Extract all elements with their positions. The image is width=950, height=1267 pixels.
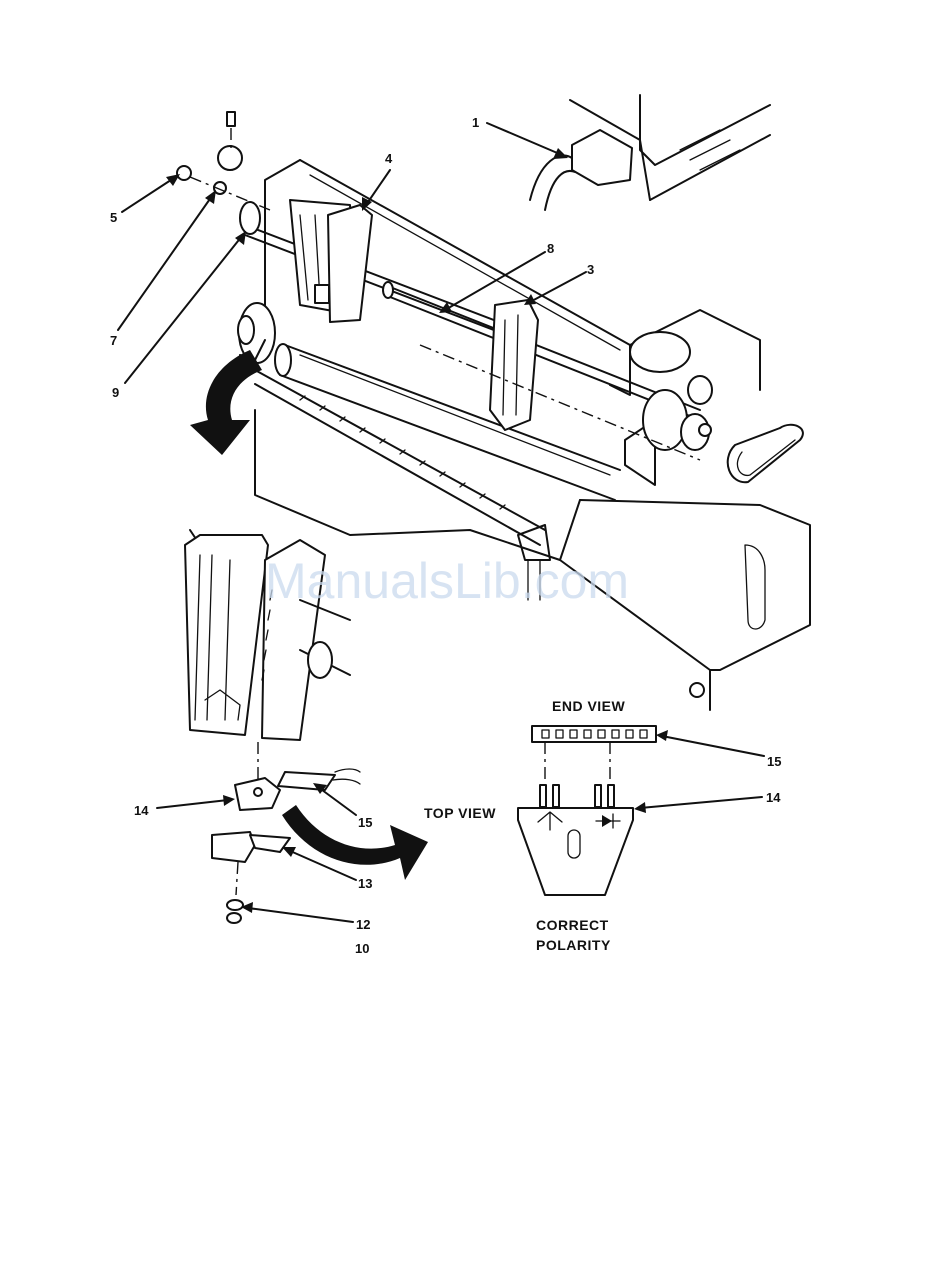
callout-14-right: 14: [766, 790, 781, 805]
callout-8: 8: [547, 241, 554, 256]
callout-10: 10: [355, 941, 369, 956]
callout-1: 1: [472, 115, 479, 130]
callout-4: 4: [385, 151, 393, 166]
callout-12: 12: [356, 917, 370, 932]
callout-13: 13: [358, 876, 372, 891]
top-view-label: TOP VIEW: [424, 805, 496, 821]
callout-14-left: 14: [134, 803, 149, 818]
callout-7: 7: [110, 333, 117, 348]
callout-15-right: 15: [767, 754, 781, 769]
leader-lines: [118, 123, 764, 922]
callout-3: 3: [587, 262, 594, 277]
callout-15-left: 15: [358, 815, 372, 830]
polarity-label: POLARITY: [536, 937, 611, 953]
end-view-connector: [532, 726, 656, 742]
callout-9: 9: [112, 385, 119, 400]
polarity-detail: [518, 726, 656, 895]
watermark: ManualsLib.com: [265, 553, 629, 609]
end-view-label: END VIEW: [552, 698, 626, 714]
correct-label: CORRECT: [536, 917, 609, 933]
callout-5: 5: [110, 210, 117, 225]
